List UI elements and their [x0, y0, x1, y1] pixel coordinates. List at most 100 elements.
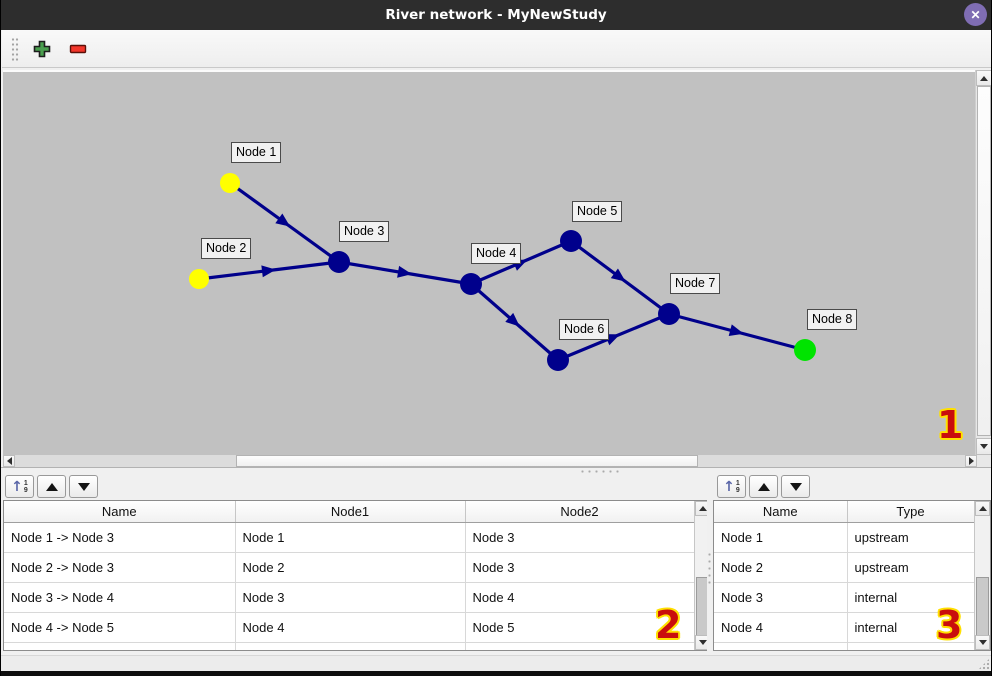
splitter-grip-icon — [708, 551, 711, 585]
scroll-up-button[interactable] — [976, 70, 991, 86]
window-bottom-border — [1, 671, 991, 676]
triangle-down-icon — [698, 640, 707, 645]
table-cell[interactable]: Node 3 -> Node 4 — [4, 582, 236, 613]
node-1-circle[interactable] — [220, 173, 240, 193]
canvas-hscroll-thumb[interactable] — [236, 455, 698, 467]
nodes-move-up-button[interactable] — [749, 475, 778, 498]
scrollbar-corner — [977, 455, 991, 467]
scroll-down-button[interactable] — [975, 635, 990, 650]
edge-node-3-to-node-4[interactable] — [338, 260, 472, 286]
nodes-move-down-button[interactable] — [781, 475, 810, 498]
table-cell[interactable]: Node 3 — [465, 522, 695, 553]
table-cell[interactable]: Node 2 -> Node 3 — [4, 552, 236, 583]
nodes-scroll-thumb[interactable] — [976, 577, 989, 638]
canvas-horizontal-scrollbar[interactable] — [3, 455, 991, 467]
table-cell[interactable]: Node 5 — [465, 612, 695, 643]
table-cell[interactable]: Node 3 — [714, 582, 848, 613]
table-cell[interactable]: Node 1 -> Node 3 — [4, 522, 236, 553]
node-7-circle[interactable] — [658, 303, 680, 325]
scroll-up-button[interactable] — [975, 501, 990, 516]
node-2-circle[interactable] — [189, 269, 209, 289]
vertical-splitter[interactable] — [707, 473, 713, 655]
minus-icon — [69, 44, 87, 53]
table-cell[interactable]: internal — [847, 582, 975, 613]
scroll-right-button[interactable] — [965, 455, 977, 467]
table-cell[interactable]: Node 2 — [714, 552, 848, 583]
close-button[interactable]: ✕ — [964, 3, 987, 26]
triangle-right-icon — [968, 457, 974, 465]
node-6-label: Node 6 — [559, 319, 610, 340]
edge-node-1-to-node-3[interactable] — [229, 181, 340, 264]
node-3-circle[interactable] — [328, 251, 350, 273]
annotation-1: 1 — [937, 403, 964, 447]
triangle-up-icon — [757, 482, 770, 491]
column-header[interactable]: Node1 — [235, 501, 466, 523]
table-cell[interactable]: upstream — [847, 522, 975, 553]
table-cell[interactable]: Node 4 — [714, 612, 848, 643]
table-cell[interactable]: Node 4 — [235, 612, 466, 643]
node-7-label: Node 7 — [670, 273, 721, 294]
edge-node-2-to-node-3[interactable] — [198, 260, 340, 281]
links-move-down-button[interactable] — [69, 475, 98, 498]
edge-node-6-to-node-7[interactable] — [557, 312, 670, 362]
edge-node-5-to-node-7[interactable] — [570, 239, 670, 316]
table-cell[interactable]: internal — [847, 612, 975, 643]
links-move-up-button[interactable] — [37, 475, 66, 498]
node-8-circle[interactable] — [794, 339, 816, 361]
edge-node-4-to-node-6[interactable] — [469, 282, 560, 362]
plus-icon — [33, 40, 51, 57]
node-6-circle[interactable] — [547, 349, 569, 371]
titlebar[interactable]: River network - MyNewStudy ✕ — [1, 0, 991, 30]
triangle-up-icon — [980, 75, 988, 81]
table-cell[interactable]: Node 3 — [235, 582, 466, 613]
column-header[interactable]: Name — [4, 501, 236, 523]
canvas-vertical-scrollbar[interactable] — [975, 70, 991, 455]
scroll-left-button[interactable] — [3, 455, 15, 467]
canvas-vscroll-thumb[interactable] — [977, 86, 991, 436]
table-cell[interactable]: Node 3 — [465, 552, 695, 583]
column-header[interactable]: Node2 — [465, 501, 695, 523]
empty-row — [714, 642, 975, 650]
table-cell[interactable]: Node 1 — [235, 522, 466, 553]
scroll-down-button[interactable] — [976, 438, 991, 455]
triangle-down-icon — [77, 482, 90, 491]
table-cell[interactable]: upstream — [847, 552, 975, 583]
horizontal-splitter[interactable] — [1, 467, 991, 473]
add-node-button[interactable] — [29, 36, 55, 62]
node-1-label: Node 1 — [231, 142, 282, 163]
edge-node-7-to-node-8[interactable] — [668, 312, 806, 352]
node-4-circle[interactable] — [460, 273, 482, 295]
table-cell[interactable]: Node 1 — [714, 522, 848, 553]
window-title: River network - MyNewStudy — [385, 7, 607, 23]
close-icon: ✕ — [970, 7, 981, 22]
table-cell[interactable]: Node 4 -> Node 5 — [4, 612, 236, 643]
table-cell[interactable]: Node 4 — [465, 582, 695, 613]
remove-node-button[interactable] — [65, 36, 91, 62]
table-cell[interactable]: Node 2 — [235, 552, 466, 583]
node-5-circle[interactable] — [560, 230, 582, 252]
column-header[interactable]: Type — [847, 501, 975, 523]
main-toolbar — [2, 30, 991, 68]
nodes-table-scrollbar[interactable] — [974, 501, 990, 650]
empty-row — [4, 642, 695, 650]
node-2-label: Node 2 — [201, 238, 252, 259]
column-header[interactable]: Name — [714, 501, 848, 523]
links-table-scrollbar[interactable] — [694, 501, 710, 650]
toolbar-grip-handle[interactable] — [11, 36, 19, 61]
